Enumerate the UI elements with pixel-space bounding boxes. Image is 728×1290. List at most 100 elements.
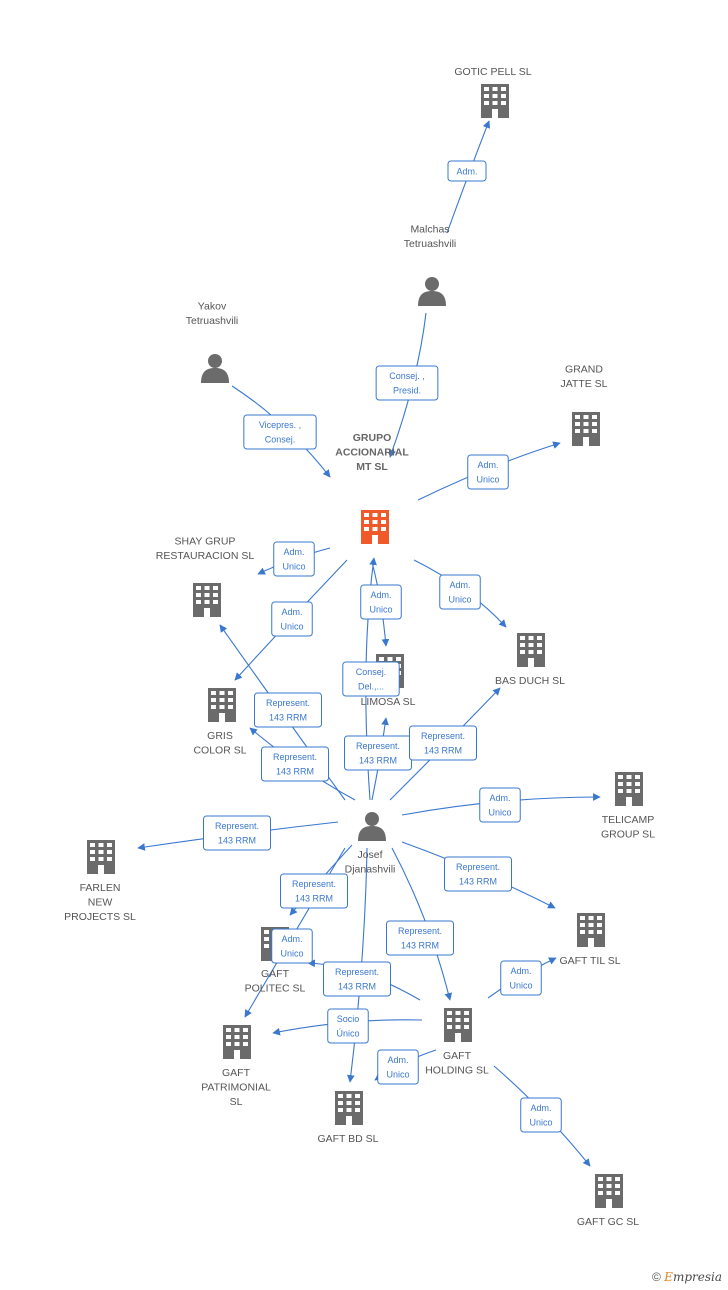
- edge-label-box: [375, 365, 439, 401]
- node-label-line[interactable]: GRIS: [207, 730, 233, 742]
- node-grupo[interactable]: GRUPO ACCIONARIAL MT SL: [335, 432, 409, 544]
- edge-label-box: [439, 574, 481, 610]
- node-label-line[interactable]: GAFT: [222, 1067, 251, 1079]
- node-label-line[interactable]: GAFT GC SL: [577, 1216, 639, 1228]
- building-icon[interactable]: [444, 1008, 472, 1042]
- node-label-line[interactable]: FARLEN: [80, 882, 121, 894]
- building-icon[interactable]: [335, 1091, 363, 1125]
- node-basduch[interactable]: BAS DUCH SL: [495, 633, 565, 687]
- node-label-line[interactable]: MT SL: [356, 461, 388, 473]
- node-label-line[interactable]: GAFT: [261, 968, 290, 980]
- edge-label-box: [377, 1049, 419, 1085]
- node-label-line[interactable]: GRUPO: [353, 432, 392, 444]
- main-building-icon[interactable]: [361, 510, 389, 544]
- building-icon[interactable]: [595, 1174, 623, 1208]
- building-icon[interactable]: [208, 688, 236, 722]
- node-gafttil[interactable]: GAFT TIL SL: [559, 913, 621, 967]
- building-icon[interactable]: [193, 583, 221, 617]
- node-label-line[interactable]: Tetruashvili: [404, 238, 457, 250]
- edge-label-e24: Adm.Unico: [520, 1097, 562, 1133]
- node-label-line[interactable]: ACCIONARIAL: [335, 447, 409, 459]
- node-label-line[interactable]: GOTIC PELL SL: [454, 66, 531, 78]
- edge-label-text: Represent.: [266, 698, 310, 708]
- person-icon[interactable]: [201, 354, 229, 383]
- building-icon[interactable]: [223, 1025, 251, 1059]
- node-gaftbd[interactable]: GAFT BD SL: [317, 1091, 379, 1145]
- person-icon[interactable]: [358, 812, 386, 841]
- edge-label-text: Adm.: [281, 607, 302, 617]
- node-farlen[interactable]: FARLEN NEW PROJECTS SL: [64, 840, 136, 923]
- edge-label-box: [342, 661, 400, 697]
- node-label-line[interactable]: SL: [230, 1096, 243, 1108]
- edge-label-box: [479, 787, 521, 823]
- node-label-line[interactable]: Malchas: [410, 224, 449, 236]
- edge-label-box: [327, 1008, 369, 1044]
- edge-label-text: Unico: [280, 949, 303, 959]
- node-label-line[interactable]: PROJECTS SL: [64, 911, 136, 923]
- node-label-line[interactable]: HOLDING SL: [425, 1065, 489, 1077]
- node-label-line[interactable]: NEW: [88, 897, 113, 909]
- edge-label-text: 143 RRM: [338, 982, 376, 992]
- edge-label-e1: Adm.: [447, 160, 487, 182]
- edge-label-box: [520, 1097, 562, 1133]
- edge-label-e23: Adm.Unico: [377, 1049, 419, 1085]
- node-grand[interactable]: GRAND JATTE SL: [560, 364, 608, 447]
- edge-label-e17: Represent.143 RRM: [280, 873, 348, 909]
- edge-label-e6: Adm. Unico: [439, 574, 481, 610]
- node-gaftgc[interactable]: GAFT GC SL: [577, 1174, 639, 1228]
- node-limosa[interactable]: LIMOSA SL: [361, 654, 416, 708]
- node-label-line[interactable]: Yakov: [198, 301, 227, 313]
- edge-label-text: 143 RRM: [424, 746, 462, 756]
- edge-label-e15: Represent.143 RRM: [203, 815, 271, 851]
- node-patrimonial[interactable]: GAFT PATRIMONIAL SL: [201, 1025, 271, 1108]
- node-label-line[interactable]: BAS DUCH SL: [495, 675, 565, 687]
- node-label-line[interactable]: Josef: [357, 849, 382, 861]
- edge-label-text: Unico: [448, 595, 471, 605]
- edge-label-e12: Represent.143 RRM: [344, 735, 412, 771]
- node-label-line[interactable]: GAFT BD SL: [317, 1133, 378, 1145]
- building-icon[interactable]: [572, 412, 600, 446]
- edge-label-e11: Represent.143 RRM: [261, 746, 329, 782]
- node-holding[interactable]: GAFT HOLDING SL: [425, 1008, 489, 1077]
- node-label-line[interactable]: POLITEC SL: [245, 983, 306, 995]
- node-label-line[interactable]: Djanashvili: [345, 864, 396, 876]
- node-gotic[interactable]: GOTIC PELL SL: [454, 66, 532, 118]
- person-icon[interactable]: [418, 277, 446, 306]
- edge-label-box: [280, 873, 348, 909]
- building-icon[interactable]: [87, 840, 115, 874]
- edge-label-text: Adm.: [449, 580, 470, 590]
- edge-label-text: Vicepres. ,: [259, 420, 301, 430]
- node-label-line[interactable]: RESTAURACION SL: [156, 550, 255, 562]
- edge-label-box: [447, 160, 487, 182]
- building-icon[interactable]: [517, 633, 545, 667]
- edge-label-e9: Consej.Del.,...: [342, 661, 400, 697]
- node-gris[interactable]: GRIS COLOR SL: [193, 688, 247, 757]
- node-label-line[interactable]: PATRIMONIAL: [201, 1082, 271, 1094]
- building-icon[interactable]: [481, 84, 509, 118]
- edge-label-e4: Adm.Unico: [467, 454, 509, 490]
- node-label-line[interactable]: GAFT TIL SL: [559, 955, 620, 967]
- building-icon[interactable]: [615, 772, 643, 806]
- edge-label-box: [243, 414, 317, 450]
- node-telicamp[interactable]: TELICAMP GROUP SL: [601, 772, 655, 841]
- edge-label-text: Adm.: [489, 793, 510, 803]
- node-label-line[interactable]: SHAY GRUP: [175, 536, 236, 548]
- node-label-line[interactable]: GROUP SL: [601, 829, 655, 841]
- node-politec[interactable]: GAFT POLITEC SL: [245, 927, 306, 995]
- edge-labels: Adm.Consej. ,Presid.Vicepres. ,Consej.Ad…: [203, 160, 562, 1133]
- edge-label-box: [273, 541, 315, 577]
- building-icon[interactable]: [577, 913, 605, 947]
- node-label-line[interactable]: COLOR SL: [193, 745, 246, 757]
- node-label-line[interactable]: GRAND: [565, 364, 603, 376]
- node-label-line[interactable]: GAFT: [443, 1050, 472, 1062]
- node-label-line[interactable]: TELICAMP: [602, 814, 655, 826]
- edge-label-e10: Represent.143 RRM: [254, 692, 322, 728]
- node-label-line[interactable]: Tetruashvili: [186, 315, 239, 327]
- node-label-line[interactable]: JATTE SL: [560, 378, 607, 390]
- node-label-line[interactable]: LIMOSA SL: [361, 696, 416, 708]
- node-shay[interactable]: SHAY GRUP RESTAURACION SL: [156, 536, 255, 618]
